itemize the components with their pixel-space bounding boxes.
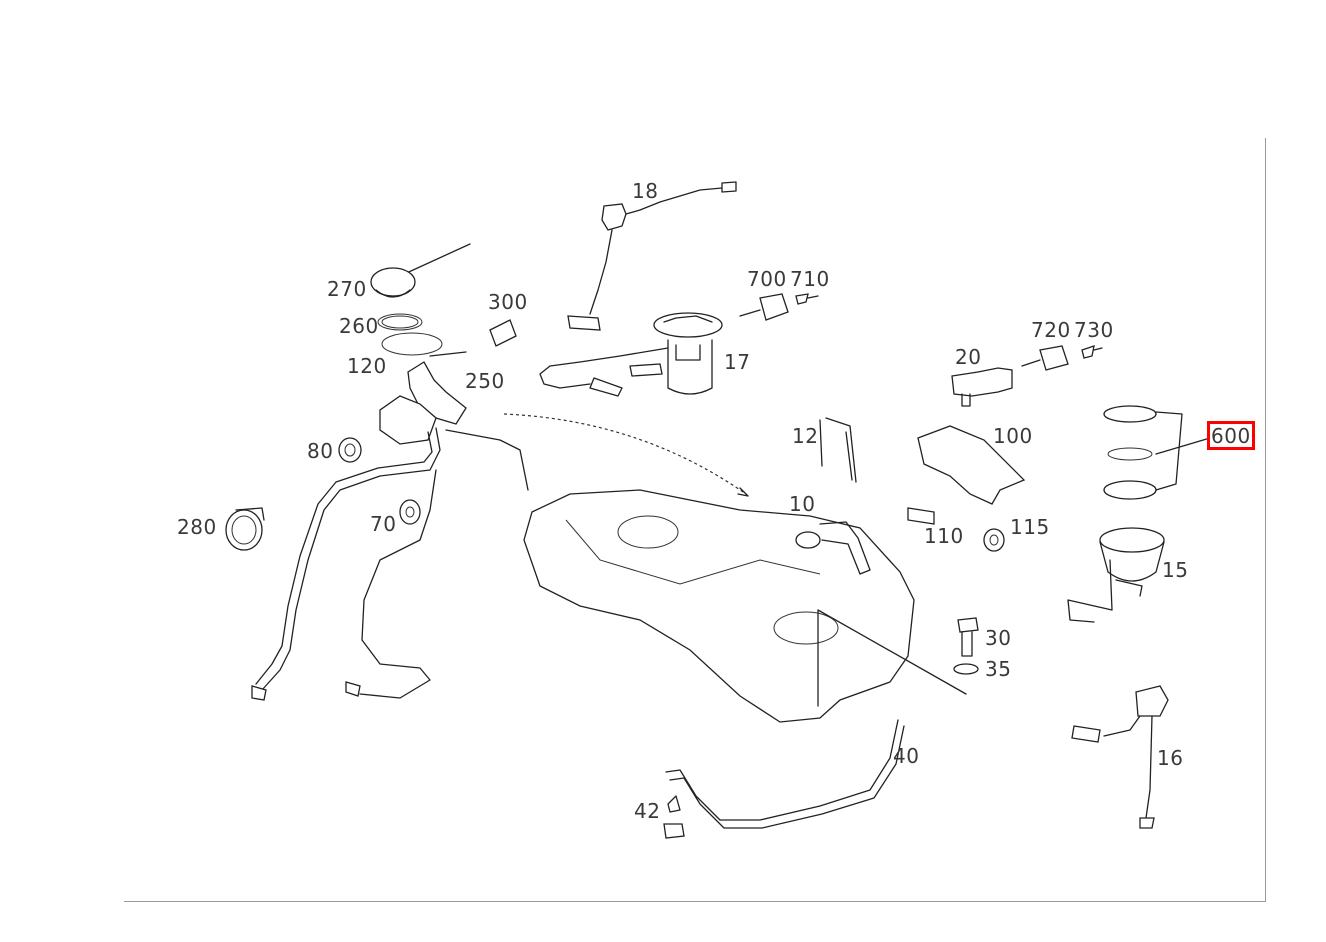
callout-16[interactable]: 16	[1157, 746, 1184, 770]
callout-17[interactable]: 17	[724, 350, 751, 374]
assembly-arrow	[503, 413, 747, 495]
callout-300[interactable]: 300	[488, 290, 528, 314]
part-280-clamp[interactable]	[225, 507, 265, 551]
part-720-connector[interactable]	[1021, 345, 1069, 371]
part-600-gasket-set[interactable]	[1103, 405, 1211, 500]
part-35-washer[interactable]	[953, 663, 979, 675]
callout-80[interactable]: 80	[307, 439, 334, 463]
callout-700[interactable]: 700	[747, 267, 787, 291]
callout-18[interactable]: 18	[632, 179, 659, 203]
part-700-connector[interactable]	[739, 293, 789, 321]
callout-20[interactable]: 20	[955, 345, 982, 369]
part-18-level-sender[interactable]	[567, 181, 737, 331]
assembly-arrow-head	[737, 487, 749, 497]
callout-40[interactable]: 40	[893, 744, 920, 768]
part-260-seal[interactable]	[377, 313, 423, 331]
callout-12[interactable]: 12	[792, 424, 819, 448]
part-30-bolt[interactable]	[957, 617, 979, 657]
callout-110[interactable]: 110	[924, 524, 964, 548]
part-16-level-sender[interactable]	[1071, 685, 1169, 829]
part-730-plug[interactable]	[1081, 345, 1103, 359]
part-12-strap[interactable]	[819, 417, 857, 483]
part-20-sensor[interactable]	[951, 367, 1013, 407]
part-42-nut[interactable]	[663, 795, 685, 839]
callout-100[interactable]: 100	[993, 424, 1033, 448]
part-250-filler-neck[interactable]	[251, 361, 529, 701]
part-120-ring[interactable]	[381, 332, 467, 357]
callout-115[interactable]: 115	[1010, 515, 1050, 539]
callout-250[interactable]: 250	[465, 369, 505, 393]
callout-30[interactable]: 30	[985, 626, 1012, 650]
callout-35[interactable]: 35	[985, 657, 1012, 681]
callout-710[interactable]: 710	[790, 267, 830, 291]
part-270-fuel-cap[interactable]	[370, 243, 471, 298]
callout-730[interactable]: 730	[1074, 318, 1114, 342]
part-70-grommet[interactable]	[399, 499, 421, 525]
part-100-heat-shield[interactable]	[917, 425, 1026, 505]
part-80-grommet[interactable]	[338, 437, 362, 463]
part-10-fuel-tank[interactable]	[523, 489, 967, 723]
callout-15[interactable]: 15	[1162, 558, 1189, 582]
callout-260[interactable]: 260	[339, 314, 379, 338]
part-300-fitting[interactable]	[489, 319, 517, 347]
callout-600-selected[interactable]: 600	[1207, 421, 1255, 450]
callout-42[interactable]: 42	[634, 799, 661, 823]
part-15-pump-module[interactable]	[1067, 527, 1165, 623]
part-40-vent-line[interactable]	[665, 719, 905, 829]
callout-270[interactable]: 270	[327, 277, 367, 301]
callout-280[interactable]: 280	[177, 515, 217, 539]
callout-70[interactable]: 70	[370, 512, 397, 536]
part-710-plug[interactable]	[795, 293, 819, 305]
callout-720[interactable]: 720	[1031, 318, 1071, 342]
part-17-fuel-pump[interactable]	[539, 312, 723, 397]
diagram-frame-right	[1265, 138, 1266, 901]
diagram-frame-bottom	[124, 901, 1266, 902]
callout-10[interactable]: 10	[789, 492, 816, 516]
part-110-bolt[interactable]	[907, 507, 935, 525]
part-115-nut[interactable]	[983, 528, 1005, 552]
callout-120[interactable]: 120	[347, 354, 387, 378]
